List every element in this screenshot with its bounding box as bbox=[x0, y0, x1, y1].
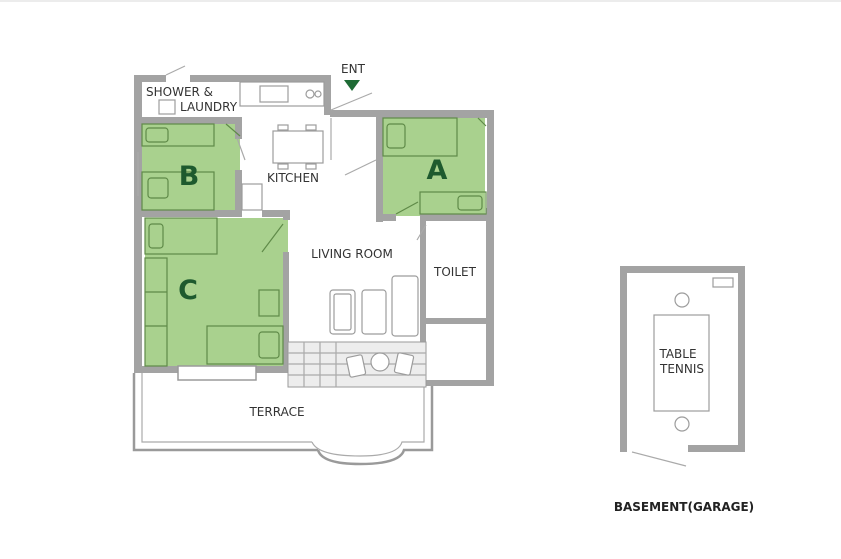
shower-fixtures bbox=[158, 65, 186, 115]
toilet-label: TOILET bbox=[433, 265, 477, 279]
bedroom-c-furniture bbox=[144, 217, 284, 367]
bedroom-a-furniture bbox=[382, 117, 487, 215]
terrace-deck bbox=[287, 341, 427, 388]
kitchen-fixtures bbox=[236, 81, 325, 211]
table-tennis-label-line1: TABLE bbox=[658, 347, 696, 361]
bedroom-a-area bbox=[383, 118, 485, 216]
bedroom-c-label: C bbox=[178, 275, 198, 306]
basement-walls bbox=[620, 266, 745, 467]
bedroom-a-label: A bbox=[427, 155, 448, 186]
basement-label: BASEMENT(GARAGE) bbox=[614, 500, 754, 514]
bedroom-c-window bbox=[177, 365, 257, 381]
bedroom-c-area bbox=[145, 218, 288, 366]
shower-laundry-label-line1: SHOWER & bbox=[146, 85, 213, 99]
bedroom-b-area bbox=[142, 124, 240, 212]
bedroom-b-furniture bbox=[141, 123, 241, 211]
living-room-label: LIVING ROOM bbox=[311, 247, 393, 261]
table-tennis-label-line2: TENNIS bbox=[659, 362, 704, 376]
entrance-arrow-icon bbox=[344, 80, 360, 91]
kitchen-label: KITCHEN bbox=[267, 171, 319, 185]
shower-laundry-label-line2: LAUNDRY bbox=[180, 100, 238, 114]
table-tennis-table bbox=[653, 292, 710, 432]
bedroom-b-label: B bbox=[179, 161, 200, 192]
terrace-outline bbox=[132, 373, 434, 466]
entrance-label: ENT bbox=[341, 62, 366, 76]
living-room-furniture bbox=[329, 224, 427, 337]
terrace-label: TERRACE bbox=[248, 405, 304, 419]
entrance-door bbox=[330, 92, 377, 176]
